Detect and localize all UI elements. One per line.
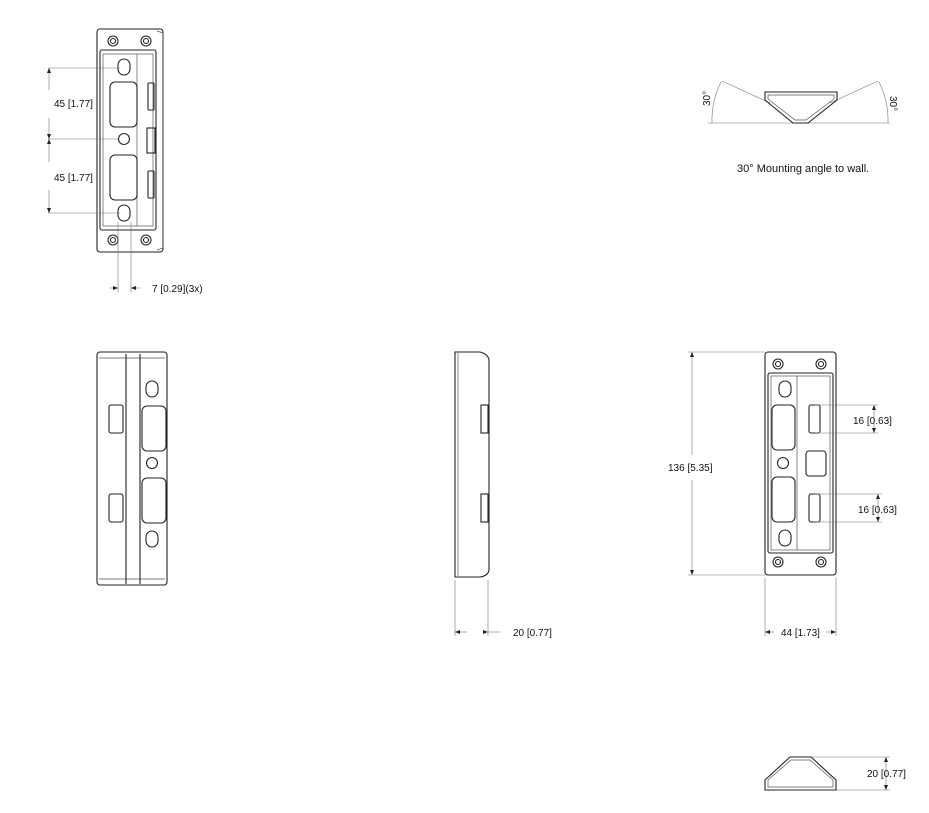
front-view: 45 [1.77] 45 [1.77] 7 [0.29](3x)	[47, 28, 203, 295]
bracket-outline	[96, 351, 168, 586]
dim-lower-spacing: 45 [1.77]	[54, 173, 93, 184]
dim-slot-width: 7 [0.29](3x)	[152, 284, 203, 295]
screw-hole-icon	[140, 35, 152, 47]
dim-notch-lower: 16 [0.63]	[858, 505, 897, 516]
dim-side-depth: 20 [0.77]	[513, 628, 552, 639]
bracket-end-profile	[764, 756, 837, 791]
dim-width: 44 [1.73]	[781, 628, 820, 639]
bracket-angle-profile	[764, 91, 838, 124]
bracket-side-outline	[454, 351, 490, 578]
bracket-outline	[764, 351, 837, 576]
dim-end-depth: 20 [0.77]	[867, 769, 906, 780]
screw-hole-icon	[772, 358, 784, 370]
screw-hole-icon	[815, 556, 827, 568]
end-view: 20 [0.77]	[764, 756, 906, 791]
side-view: 20 [0.77]	[454, 351, 552, 639]
screw-hole-icon	[107, 35, 119, 47]
angle-caption: 30° Mounting angle to wall.	[737, 163, 869, 175]
screw-hole-icon	[107, 234, 119, 246]
angle-label-right: 30°	[887, 96, 898, 111]
screw-hole-icon	[140, 234, 152, 246]
angle-view: 30° 30° 30° Mounting angle to wall.	[702, 80, 898, 175]
angle-label-left: 30°	[702, 91, 713, 106]
dim-notch-upper: 16 [0.63]	[853, 416, 892, 427]
dim-upper-spacing: 45 [1.77]	[54, 99, 93, 110]
dim-height: 136 [5.35]	[668, 463, 713, 474]
back-view: 136 [5.35] 16 [0.63] 16 [0.63] 44 [1.73]	[668, 351, 897, 639]
screw-hole-icon	[815, 358, 827, 370]
screw-hole-icon	[772, 556, 784, 568]
left-view	[96, 351, 168, 586]
